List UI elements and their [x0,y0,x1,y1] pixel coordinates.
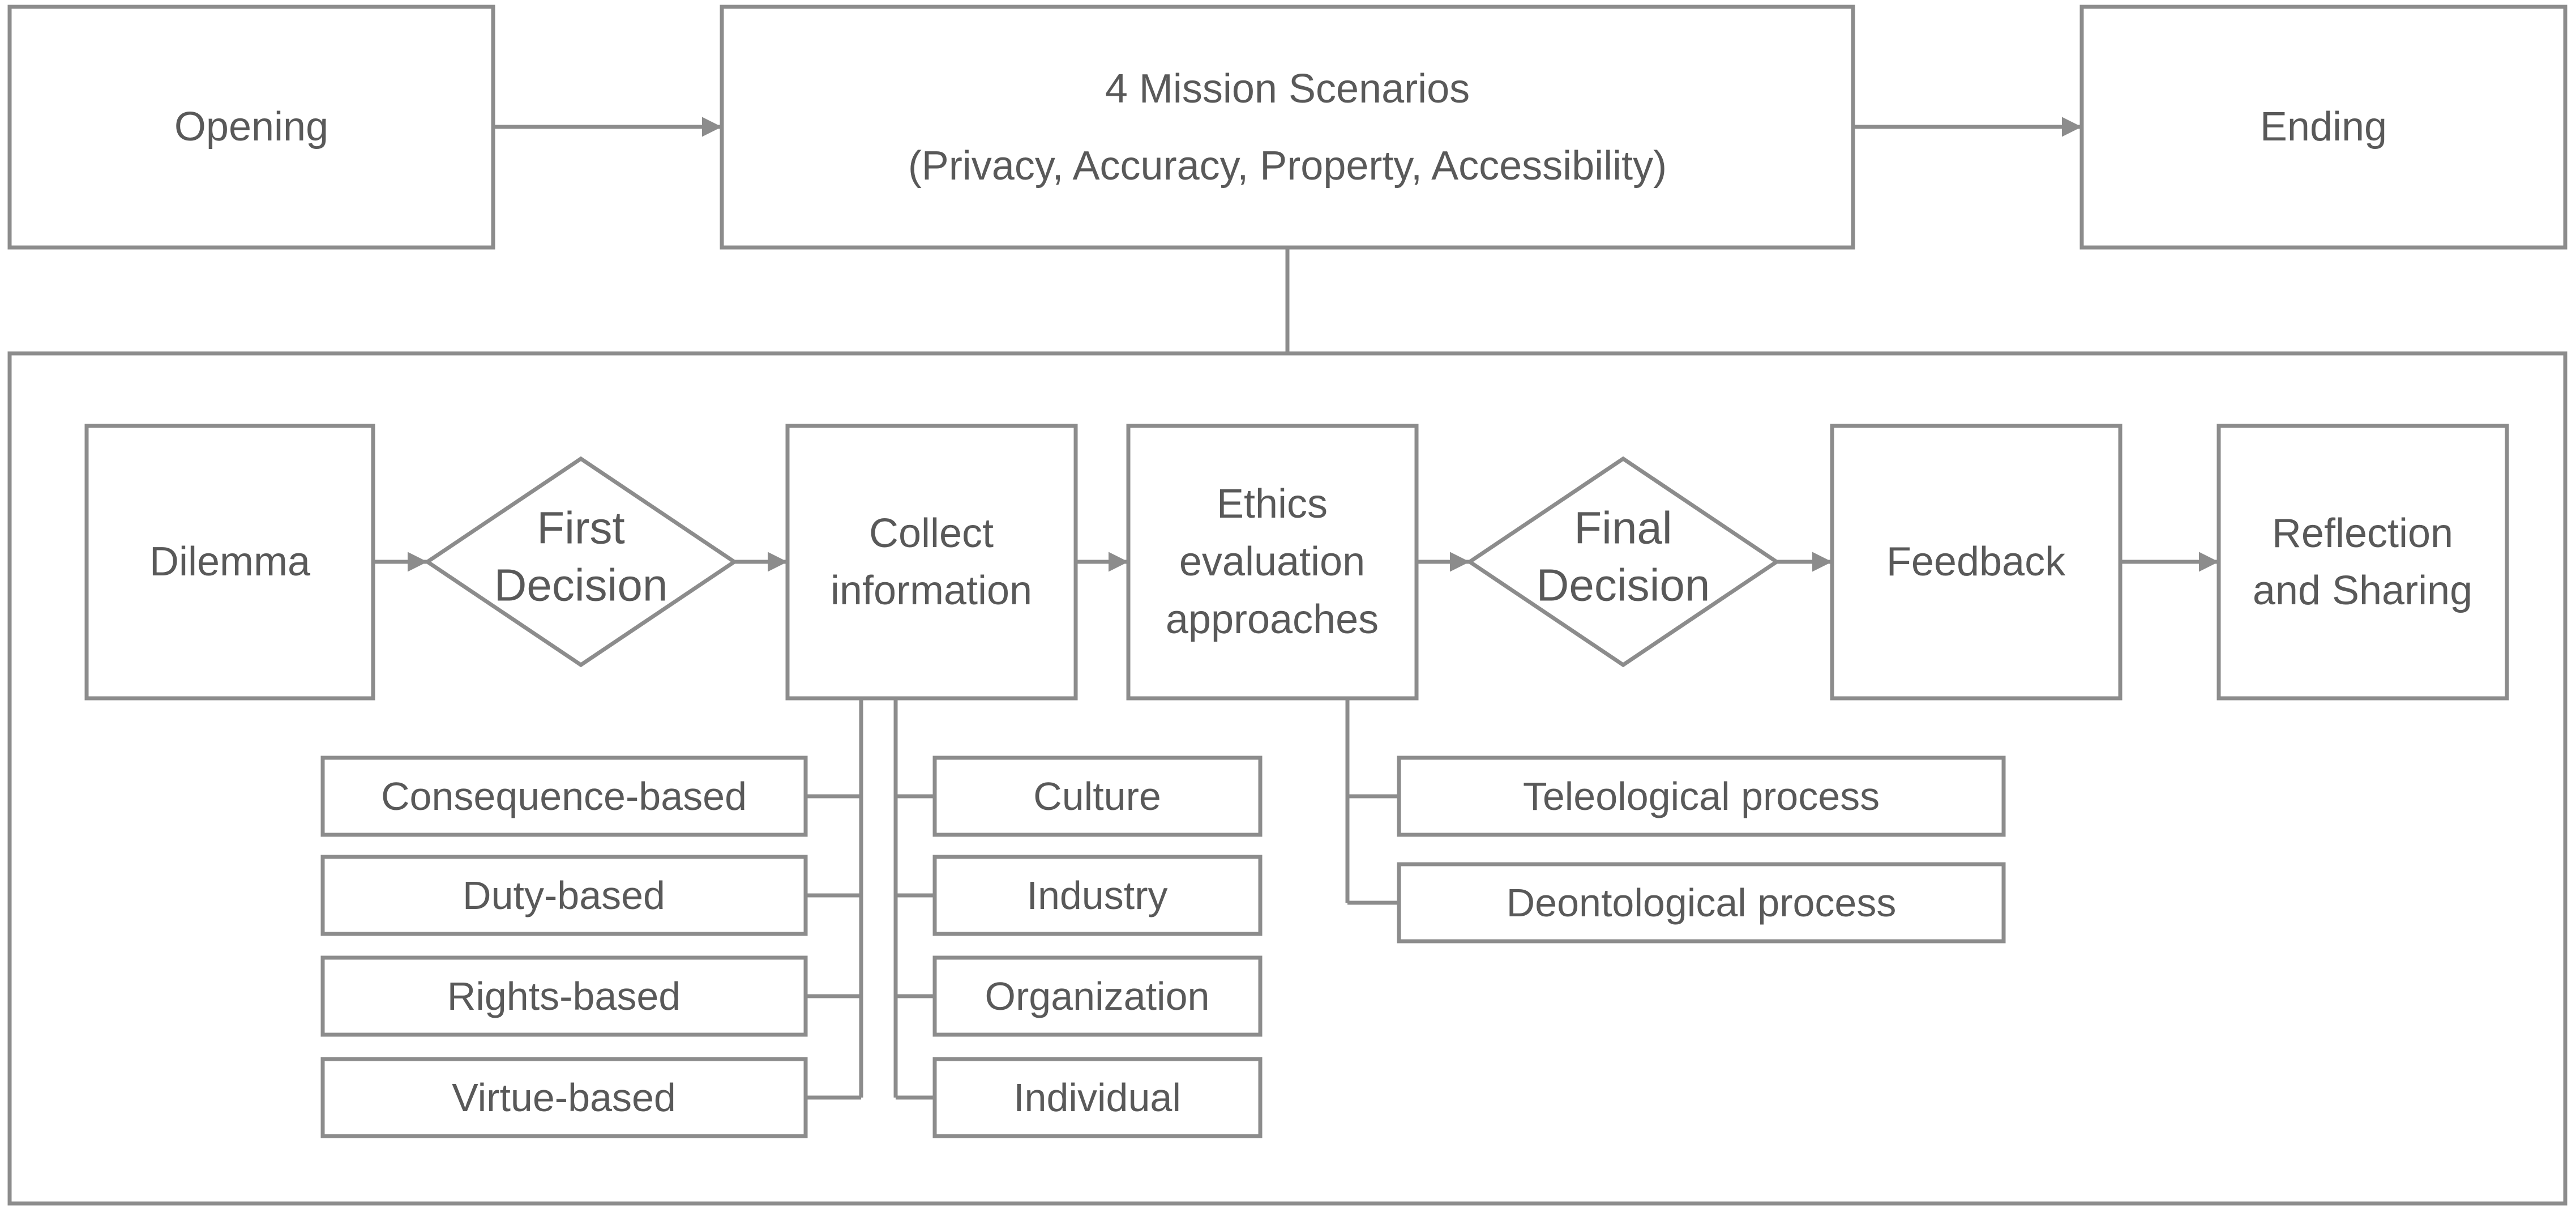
individual-node: Individual [932,1057,1263,1138]
dilemma-label: Dilemma [149,539,311,584]
reflection-sharing-node: Reflection and Sharing [2216,424,2509,701]
information-sources-connectors [893,698,935,1100]
virtue-based-node: Virtue-based [320,1057,808,1138]
ethics-evaluation-label-line1: Ethics [1217,481,1328,527]
scenario-process-frame [7,351,2568,1206]
individual-label: Individual [1013,1075,1181,1120]
mission-scenarios-title: 4 Mission Scenarios [1105,66,1470,112]
ending-label: Ending [2260,104,2387,150]
opening-node: Opening [7,5,495,250]
ethics-evaluation-label-line2: evaluation [1179,539,1365,584]
duty-based-label: Duty-based [463,873,665,917]
processes-connectors [1345,698,1399,905]
final-decision-label-line1: Final [1574,503,1672,553]
opening-label: Opening [174,104,328,150]
ethics-bases-connectors [806,698,863,1100]
ethics-evaluation-label-line3: approaches [1166,597,1379,642]
organization-node: Organization [932,955,1263,1037]
feedback-node: Feedback [1830,424,2123,701]
mission-scenarios-node: 4 Mission Scenarios (Privacy, Accuracy, … [720,5,1855,250]
deontological-process-label: Deontological process [1507,881,1897,925]
final-decision-label-line2: Decision [1537,560,1710,611]
reflection-label-line1: Reflection [2272,511,2453,556]
consequence-based-node: Consequence-based [320,755,808,837]
virtue-based-label: Virtue-based [452,1075,676,1120]
first-decision-node: First Decision [423,456,738,668]
industry-node: Industry [932,855,1263,936]
feedback-label: Feedback [1886,539,2066,584]
organization-label: Organization [985,974,1210,1018]
culture-label: Culture [1033,774,1161,818]
final-decision-node: Final Decision [1466,456,1781,668]
collect-information-label-line1: Collect [869,511,994,556]
consequence-based-label: Consequence-based [381,774,747,818]
dilemma-node: Dilemma [84,424,375,701]
industry-label: Industry [1027,873,1168,917]
mission-scenarios-list: (Privacy, Accuracy, Property, Accessibil… [908,143,1667,189]
duty-based-node: Duty-based [320,855,808,936]
rights-based-node: Rights-based [320,955,808,1037]
collect-information-label-line2: information [831,568,1032,613]
teleological-process-node: Teleological process [1397,755,2006,837]
deontological-process-node: Deontological process [1397,862,2006,944]
rights-based-label: Rights-based [447,974,681,1018]
ending-node: Ending [2079,5,2568,250]
culture-node: Culture [932,755,1263,837]
ethics-evaluation-node: Ethics evaluation approaches [1126,424,1419,701]
first-decision-label-line2: Decision [494,560,668,611]
reflection-label-line2: and Sharing [2253,568,2472,613]
teleological-process-label: Teleological process [1523,774,1880,818]
collect-information-node: Collect information [785,424,1078,701]
first-decision-label-line1: First [537,503,625,553]
